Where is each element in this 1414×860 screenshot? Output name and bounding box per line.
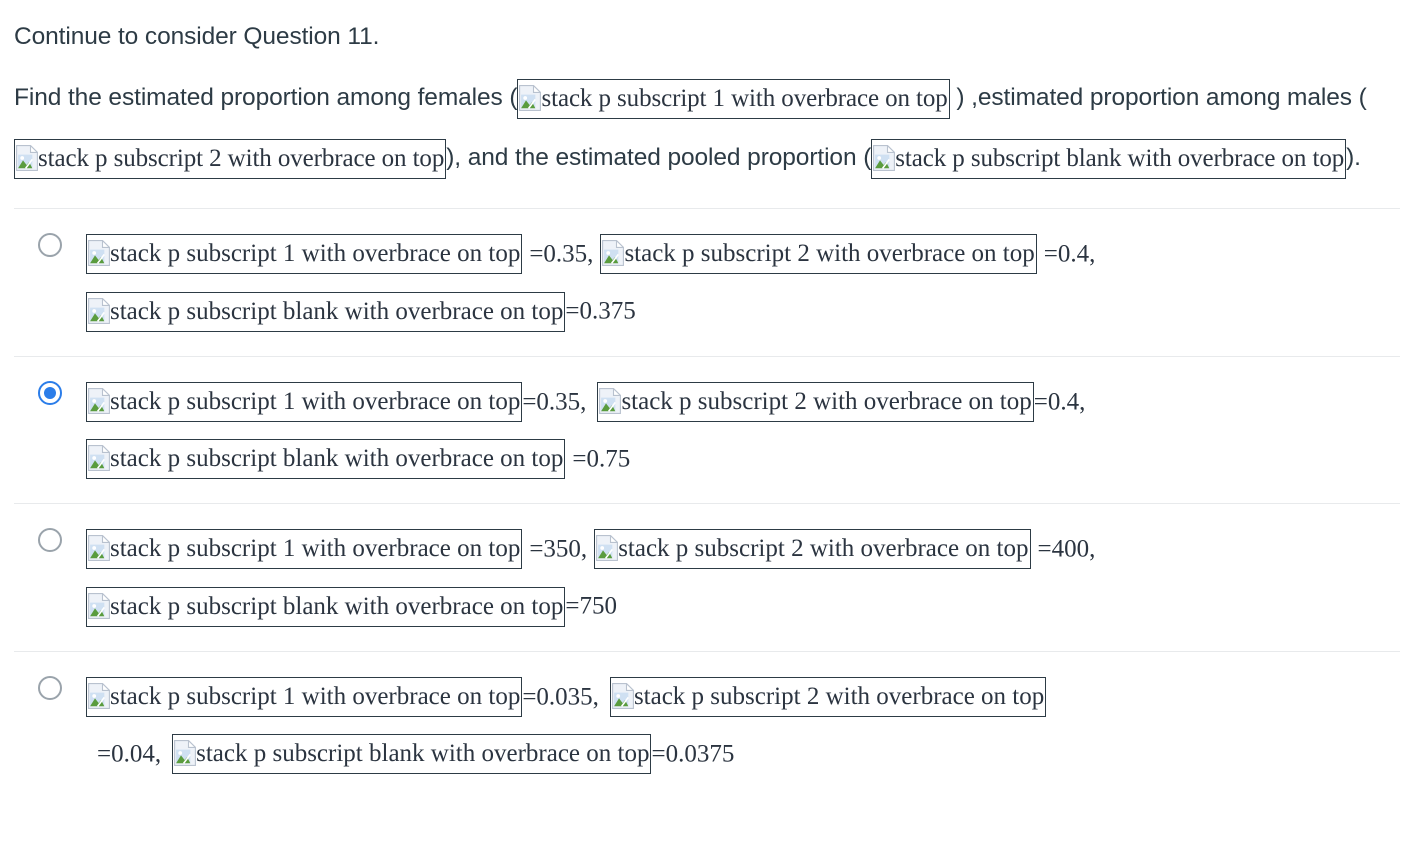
math-image-p1: stack p subscript 1 with overbrace on to… — [86, 676, 523, 717]
broken-image-icon — [519, 84, 542, 111]
broken-image-icon — [596, 535, 619, 562]
math-alt-text-p2: stack p subscript 2 with overbrace on to… — [618, 535, 1029, 563]
math-alt-text-p1-stem: stack p subscript 1 with overbrace on to… — [541, 84, 948, 112]
math-image-pooled: stack p subscript blank with overbrace o… — [86, 586, 566, 627]
question-intro-line: Continue to consider Question 11. — [14, 23, 380, 50]
answer-option-a-p2-value: =0.4, — [1043, 240, 1096, 268]
answer-option-d-text: stack p subscript 1 with overbrace on to… — [86, 676, 1047, 775]
math-alt-text-pooled: stack p subscript blank with overbrace o… — [196, 740, 650, 768]
math-image-pooled: stack p subscript blank with overbrace o… — [172, 734, 652, 775]
answer-option-c-p1-value: =350, — [529, 535, 588, 563]
math-image-p2: stack p subscript 2 with overbrace on to… — [597, 381, 1034, 422]
broken-image-icon — [88, 445, 110, 472]
math-alt-text-pooled: stack p subscript blank with overbrace o… — [110, 592, 564, 620]
math-image-p1: stack p subscript 1 with overbrace on to… — [86, 529, 523, 570]
radio-button-option-c[interactable] — [38, 528, 62, 553]
stem-text-and-estimated: ), and the estimated — [446, 144, 661, 171]
answer-options-list: stack p subscript 1 with overbrace on to… — [14, 208, 1400, 798]
math-image-p1-stem: stack p subscript 1 with overbrace on to… — [517, 78, 950, 119]
broken-image-icon — [16, 144, 38, 171]
math-image-p2: stack p subscript 2 with overbrace on to… — [594, 529, 1031, 570]
answer-option-d-p2-value: =0.04, — [97, 740, 162, 768]
broken-image-icon — [873, 144, 896, 171]
broken-image-icon — [88, 592, 110, 619]
broken-image-icon — [88, 297, 110, 324]
answer-option-c-pooled-value: =750 — [565, 592, 617, 620]
broken-image-icon — [88, 387, 110, 414]
answer-option-c[interactable]: stack p subscript 1 with overbrace on to… — [14, 503, 1400, 651]
answer-option-b-text: stack p subscript 1 with overbrace on to… — [86, 381, 1086, 480]
math-alt-text-p1: stack p subscript 1 with overbrace on to… — [110, 535, 521, 563]
math-image-pooled-stem: stack p subscript blank with overbrace o… — [871, 138, 1347, 179]
broken-image-icon — [88, 682, 110, 709]
answer-option-d-p1-value: =0.035, — [522, 682, 599, 710]
broken-image-icon — [611, 682, 634, 709]
answer-option-a[interactable]: stack p subscript 1 with overbrace on to… — [14, 208, 1400, 356]
math-image-p1: stack p subscript 1 with overbrace on to… — [86, 234, 523, 275]
math-alt-text-p2: stack p subscript 2 with overbrace on to… — [633, 682, 1045, 710]
math-image-pooled: stack p subscript blank with overbrace o… — [86, 439, 566, 480]
math-alt-text-p2-stem: stack p subscript 2 with overbrace on to… — [38, 144, 445, 172]
answer-option-a-p1-value: =0.35, — [529, 240, 594, 268]
answer-option-a-text: stack p subscript 1 with overbrace on to… — [86, 234, 1096, 332]
radio-button-option-b[interactable] — [38, 380, 62, 405]
math-image-p2: stack p subscript 2 with overbrace on to… — [609, 676, 1047, 717]
broken-image-icon — [599, 387, 622, 414]
answer-option-d-pooled-value: =0.0375 — [651, 740, 735, 768]
math-alt-text-pooled-stem: stack p subscript blank with overbrace o… — [895, 144, 1345, 172]
question-body: Find the estimated proportion among fema… — [14, 68, 1400, 188]
answer-option-a-pooled-value: =0.375 — [565, 297, 636, 325]
math-alt-text-p1: stack p subscript 1 with overbrace on to… — [110, 387, 521, 415]
stem-text-females: Find the estimated proportion among fema… — [14, 84, 518, 111]
answer-option-b-p2-value: =0.4, — [1033, 387, 1086, 415]
broken-image-icon — [602, 240, 625, 267]
stem-text-pooled: pooled proportion ( — [667, 144, 872, 171]
answer-option-c-p2-value: =400, — [1037, 535, 1096, 563]
math-alt-text-pooled: stack p subscript blank with overbrace o… — [110, 297, 564, 325]
math-image-pooled: stack p subscript blank with overbrace o… — [86, 291, 566, 332]
math-image-p2: stack p subscript 2 with overbrace on to… — [600, 234, 1037, 275]
broken-image-icon — [88, 535, 110, 562]
math-alt-text-p1: stack p subscript 1 with overbrace on to… — [110, 240, 521, 268]
math-alt-text-pooled: stack p subscript blank with overbrace o… — [110, 445, 564, 473]
answer-option-b-pooled-value: =0.75 — [572, 445, 631, 473]
question-stem: Continue to consider Question 11. Find t… — [14, 0, 1400, 188]
radio-button-option-a[interactable] — [38, 233, 62, 257]
answer-option-c-text: stack p subscript 1 with overbrace on to… — [86, 529, 1096, 627]
math-alt-text-p2: stack p subscript 2 with overbrace on to… — [624, 240, 1035, 268]
broken-image-icon — [88, 240, 110, 267]
math-image-p2-stem: stack p subscript 2 with overbrace on to… — [14, 138, 447, 179]
broken-image-icon — [174, 740, 197, 767]
math-image-p1: stack p subscript 1 with overbrace on to… — [86, 381, 523, 422]
stem-text-males: ) ,estimated proportion among males ( — [956, 84, 1367, 111]
math-alt-text-p1: stack p subscript 1 with overbrace on to… — [110, 682, 521, 710]
stem-text-closing: ). — [1346, 144, 1361, 171]
answer-option-b-p1-value: =0.35, — [522, 387, 587, 415]
math-alt-text-p2: stack p subscript 2 with overbrace on to… — [621, 387, 1032, 415]
answer-option-d[interactable]: stack p subscript 1 with overbrace on to… — [14, 650, 1400, 799]
radio-button-option-d[interactable] — [38, 675, 62, 700]
answer-option-b[interactable]: stack p subscript 1 with overbrace on to… — [14, 355, 1400, 504]
